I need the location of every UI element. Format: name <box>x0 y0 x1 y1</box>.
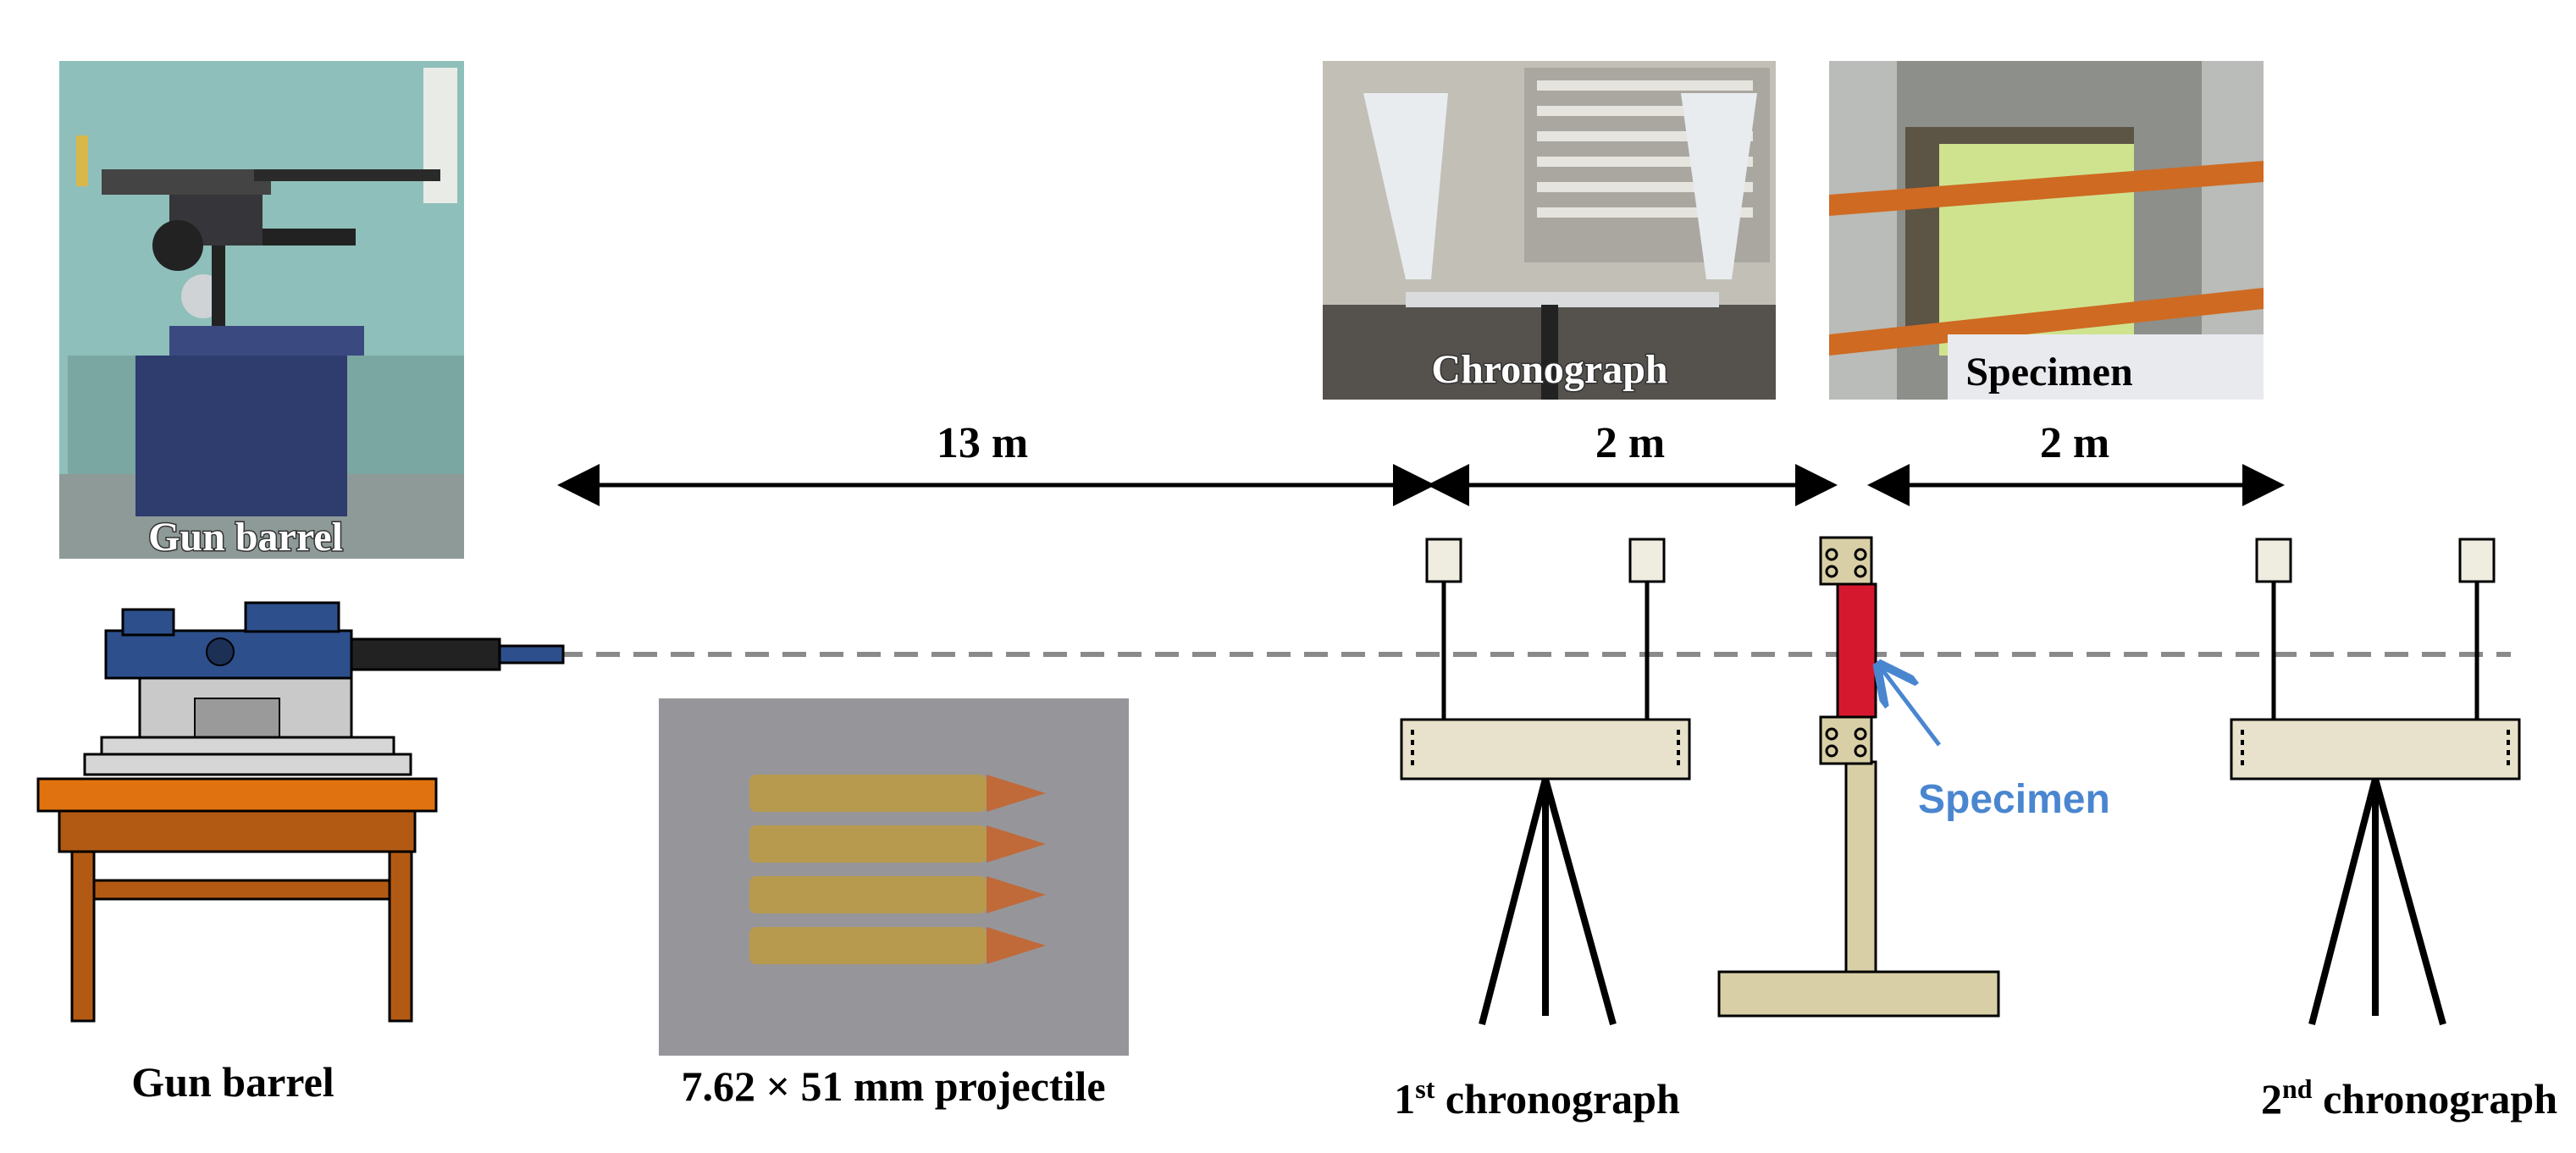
chronograph-photo <box>1323 61 1776 400</box>
specimen-pointer-arrow <box>1882 669 1941 747</box>
first-chronograph-caption: 1st chronograph <box>1394 1073 1680 1123</box>
first-chronograph-drawing <box>1400 538 1691 1026</box>
distance-label-13m: 13 m <box>937 419 1028 467</box>
specimen-photo-label: Specimen <box>1965 350 2132 394</box>
distance-label-2m-first: 2 m <box>1595 419 1665 467</box>
gun-barrel-drawing <box>36 601 565 1023</box>
gun-barrel-photo-label: Gun barrel <box>148 515 343 560</box>
gun-barrel-caption: Gun barrel <box>131 1058 334 1106</box>
specimen-stand <box>1717 536 2000 1018</box>
chronograph-photo-label: Chronograph <box>1431 347 1667 392</box>
second-chronograph-caption: 2nd chronograph <box>2261 1073 2557 1123</box>
second-chronograph-drawing <box>2230 538 2521 1026</box>
specimen-photo <box>1829 61 2264 400</box>
specimen-pointer-label: Specimen <box>1918 777 2110 822</box>
distance-label-2m-second: 2 m <box>2040 419 2109 467</box>
projectile-caption: 7.62 × 51 mm projectile <box>681 1062 1105 1110</box>
projectile-photo <box>659 698 1129 1056</box>
gun-barrel-photo <box>59 61 464 559</box>
